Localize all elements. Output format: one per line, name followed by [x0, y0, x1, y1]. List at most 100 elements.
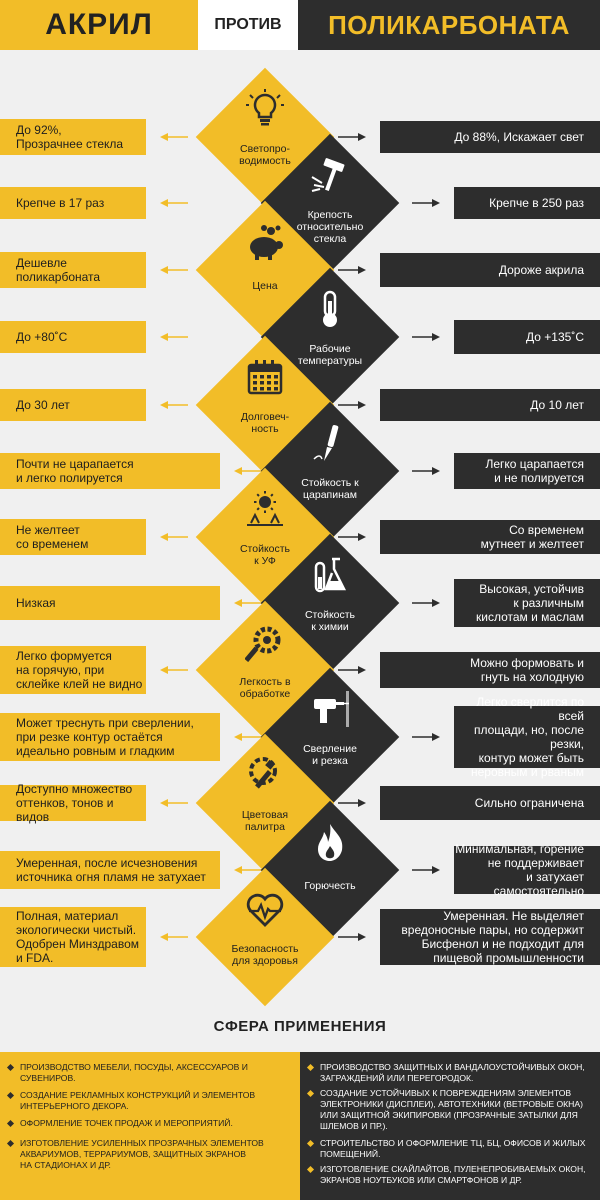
bullet-icon: [6, 1139, 15, 1148]
property-label: Цена: [252, 280, 278, 292]
polycarbonate-value: Высокая, устойчив к различным кислотам и…: [454, 579, 600, 627]
property-label: Стойкость к царапинам: [301, 477, 359, 501]
fire-icon: [310, 822, 350, 862]
application-text: ПРОИЗВОДСТВО МЕБЕЛИ, ПОСУДЫ, АКСЕССУАРОВ…: [20, 1062, 248, 1083]
acrylic-value: Не желтеет со временем: [0, 519, 146, 555]
applications-title: СФЕРА ПРИМЕНЕНИЯ: [213, 1018, 387, 1035]
polycarbonate-value: До 88%, Искажает свет: [380, 121, 600, 153]
left-arrow-icon: [160, 333, 188, 341]
gear-wrench-icon: [244, 622, 285, 663]
acrylic-title: АКРИЛ: [0, 0, 198, 50]
property-label: Стойкость к химии: [304, 609, 356, 633]
application-text: СОЗДАНИЕ РЕКЛАМНЫХ КОНСТРУКЦИЙ И ЭЛЕМЕНТ…: [20, 1090, 256, 1111]
polycarbonate-value: Крепче в 250 раз: [454, 187, 600, 219]
application-text: ИЗГОТОВЛЕНИЕ УСИЛЕННЫХ ПРОЗРАЧНЫХ ЭЛЕМЕН…: [20, 1138, 264, 1170]
property-label: Стойкость к УФ: [239, 543, 291, 567]
property-label: Долговеч- ность: [240, 411, 290, 435]
left-arrow-icon: [234, 866, 262, 874]
left-arrow-icon: [160, 199, 188, 207]
sun-icon: [245, 489, 285, 529]
right-arrow-icon: [412, 199, 440, 207]
acrylic-value: Низкая: [0, 586, 220, 620]
application-item: ОФОРМЛЕНИЕ ТОЧЕК ПРОДАЖ И МЕРОПРИЯТИЙ.: [6, 1118, 288, 1129]
left-arrow-icon: [160, 933, 188, 941]
right-arrow-icon: [338, 533, 366, 541]
scalpel-icon: [310, 423, 350, 463]
property-label: Сверление и резка: [303, 743, 357, 767]
polycarbonate-value: Дороже акрила: [380, 253, 600, 287]
right-arrow-icon: [412, 599, 440, 607]
application-text: ПРОИЗВОДСТВО ЗАЩИТНЫХ И ВАНДАЛОУСТОЙЧИВЫ…: [320, 1062, 585, 1083]
drill-icon: [310, 689, 350, 729]
application-item: СТРОИТЕЛЬСТВО И ОФОРМЛЕНИЕ ТЦ, БЦ, ОФИСО…: [306, 1138, 590, 1160]
application-text: СОЗДАНИЕ УСТОЙЧИВЫХ К ПОВРЕЖДЕНИЯМ ЭЛЕМЕ…: [320, 1088, 583, 1131]
acrylic-value: Доступно множество оттенков, тонов и вид…: [0, 782, 146, 824]
polycarbonate-value: Сильно ограничена: [380, 786, 600, 820]
polycarbonate-applications: ПРОИЗВОДСТВО ЗАЩИТНЫХ И ВАНДАЛОУСТОЙЧИВЫ…: [300, 1052, 600, 1200]
left-arrow-icon: [160, 401, 188, 409]
application-item: ПРОИЗВОДСТВО МЕБЕЛИ, ПОСУДЫ, АКСЕССУАРОВ…: [6, 1062, 288, 1084]
application-item: ИЗГОТОВЛЕНИЕ СКАЙЛАЙТОВ, ПУЛЕНЕПРОБИВАЕМ…: [306, 1164, 590, 1186]
versus-label: ПРОТИВ: [198, 0, 298, 50]
left-arrow-icon: [160, 533, 188, 541]
right-arrow-icon: [338, 401, 366, 409]
acrylic-value: Крепче в 17 раз: [0, 187, 146, 219]
acrylic-value: Полная, материал экологически чистый. Од…: [0, 907, 146, 967]
acrylic-value: Почти не царапается и легко полируется: [0, 453, 220, 489]
right-arrow-icon: [338, 266, 366, 274]
application-text: ИЗГОТОВЛЕНИЕ СКАЙЛАЙТОВ, ПУЛЕНЕПРОБИВАЕМ…: [320, 1164, 586, 1185]
polycarbonate-value: Умеренная. Не выделяет вредоносные пары,…: [380, 909, 600, 965]
heart-pulse-icon: [245, 889, 285, 929]
thermometer-icon: [310, 289, 350, 329]
left-arrow-icon: [160, 266, 188, 274]
polycarbonate-value: Минимальная, горение не поддерживает и з…: [454, 842, 600, 898]
acrylic-value: Дешевле поликарбоната: [0, 252, 146, 288]
acrylic-value: Легко формуется на горячую, при склейке …: [0, 646, 146, 694]
polycarbonate-value: До 10 лет: [380, 389, 600, 421]
bullet-icon: [306, 1139, 315, 1148]
polycarbonate-value: Можно формовать и гнуть на холодную: [380, 652, 600, 688]
property-label: Крепость относительно стекла: [296, 209, 364, 245]
acrylic-applications: ПРОИЗВОДСТВО МЕБЕЛИ, ПОСУДЫ, АКСЕССУАРОВ…: [0, 1052, 300, 1200]
left-arrow-icon: [160, 133, 188, 141]
property-label: Цветовая палитра: [241, 809, 289, 833]
calendar-icon: [245, 357, 285, 397]
bullet-icon: [6, 1091, 15, 1100]
property-label: Светопро- водимость: [239, 143, 291, 167]
property-label: Безопасность для здоровья: [231, 943, 299, 967]
application-text: ОФОРМЛЕНИЕ ТОЧЕК ПРОДАЖ И МЕРОПРИЯТИЙ.: [20, 1118, 233, 1128]
left-arrow-icon: [234, 599, 262, 607]
polycarbonate-value: Со временем мутнеет и желтеет: [380, 520, 600, 554]
right-arrow-icon: [338, 799, 366, 807]
left-arrow-icon: [160, 799, 188, 807]
lightbulb-icon: [245, 89, 285, 129]
left-arrow-icon: [234, 733, 262, 741]
bullet-icon: [306, 1089, 315, 1098]
piggy-bank-icon: [245, 222, 285, 262]
right-arrow-icon: [412, 467, 440, 475]
color-picker-icon: [245, 755, 285, 795]
flask-icon: [310, 555, 350, 595]
hammer-icon: [310, 155, 350, 195]
polycarbonate-title: ПОЛИКАРБОНАТА: [298, 0, 600, 50]
acrylic-value: Умеренная, после исчезновения источника …: [0, 851, 220, 889]
left-arrow-icon: [160, 666, 188, 674]
right-arrow-icon: [412, 333, 440, 341]
bullet-icon: [306, 1063, 315, 1072]
bullet-icon: [306, 1165, 315, 1174]
polycarbonate-value: Легко сверлится по всей площади, но, пос…: [454, 695, 600, 779]
right-arrow-icon: [338, 133, 366, 141]
application-item: ИЗГОТОВЛЕНИЕ УСИЛЕННЫХ ПРОЗРАЧНЫХ ЭЛЕМЕН…: [6, 1138, 288, 1171]
bullet-icon: [6, 1063, 15, 1072]
property-label: Горючесть: [304, 880, 356, 892]
acrylic-value: До 30 лет: [0, 389, 146, 421]
acrylic-value: До +80˚С: [0, 321, 146, 353]
acrylic-value: До 92%, Прозрачнее стекла: [0, 119, 146, 155]
property-label: Рабочие температуры: [297, 343, 363, 367]
right-arrow-icon: [412, 866, 440, 874]
right-arrow-icon: [338, 666, 366, 674]
polycarbonate-value: Легко царапается и не полируется: [454, 453, 600, 489]
polycarbonate-value: До +135˚С: [454, 320, 600, 354]
application-item: СОЗДАНИЕ РЕКЛАМНЫХ КОНСТРУКЦИЙ И ЭЛЕМЕНТ…: [6, 1090, 288, 1112]
